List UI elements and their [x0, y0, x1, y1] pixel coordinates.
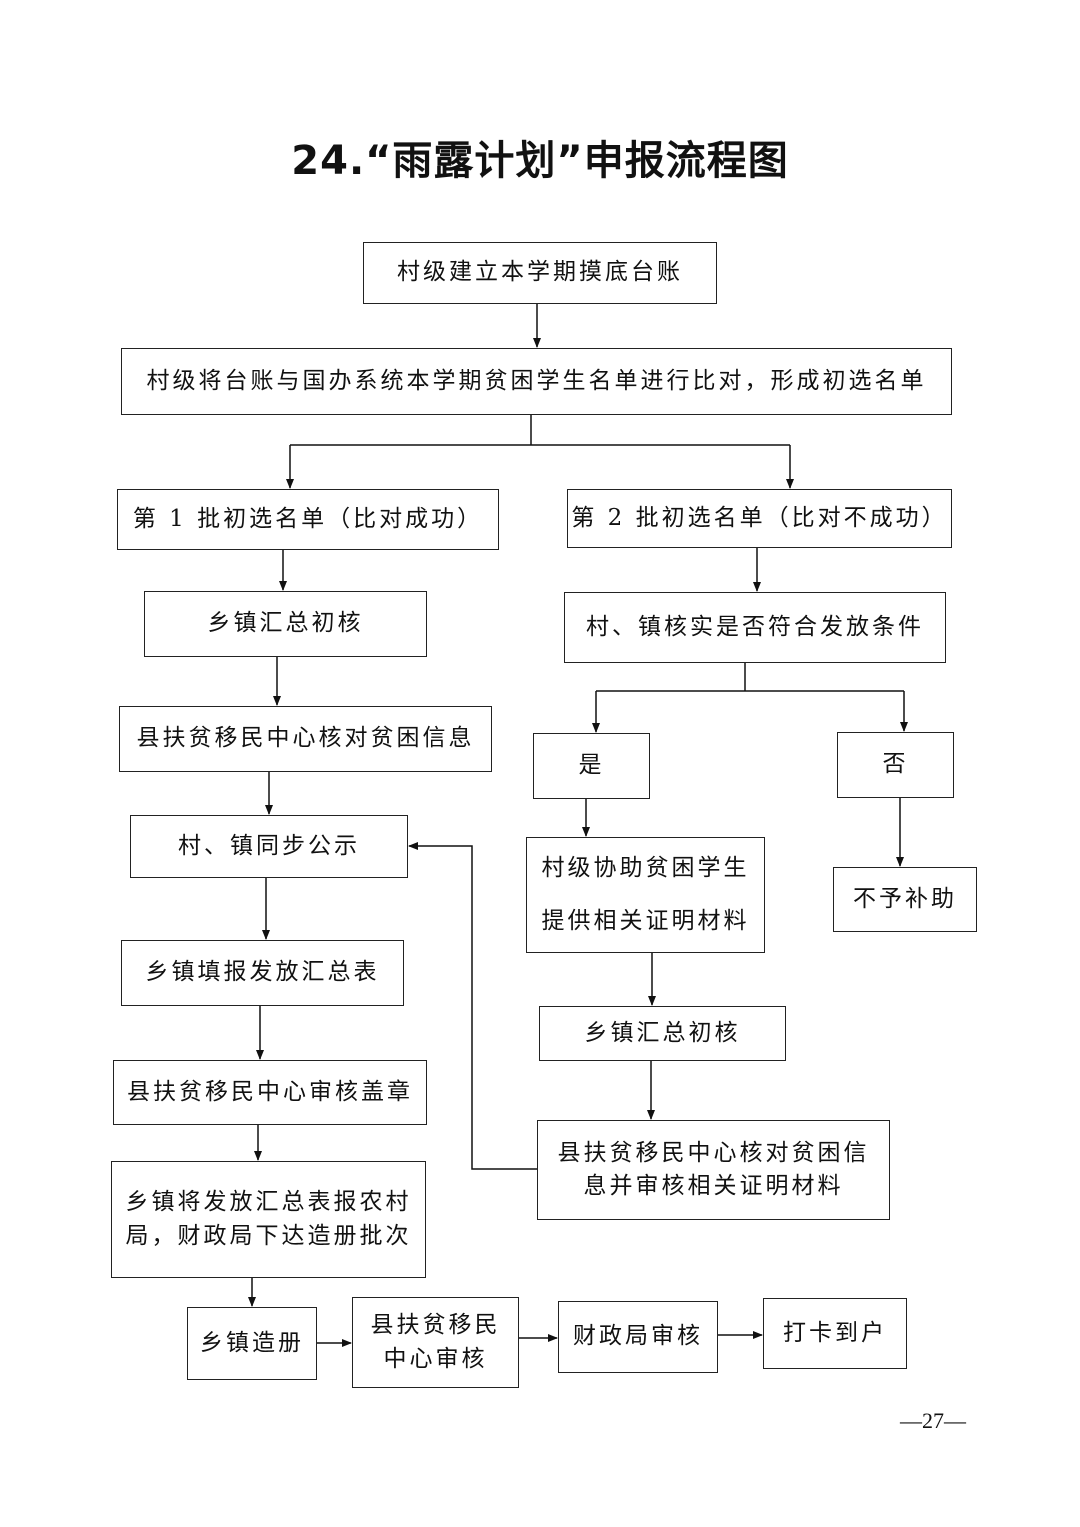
node-county-review: 县扶贫移民中心审核 [352, 1297, 519, 1388]
node-assist-materials: 村级协助贫困学生提供相关证明材料 [526, 837, 765, 953]
node-no-subsidy: 不予补助 [833, 867, 977, 932]
page-number: —27— [900, 1408, 966, 1433]
node-no: 否 [837, 732, 954, 798]
node-yes: 是 [533, 733, 650, 799]
edge-n16-n10 [408, 842, 537, 1170]
node-village-ledger: 村级建立本学期摸底台账 [363, 242, 717, 304]
node-batch2-list: 第 2 批初选名单（比对不成功） [567, 489, 952, 548]
node-public-notice: 村、镇同步公示 [130, 815, 408, 878]
node-county-seal: 县扶贫移民中心审核盖章 [113, 1060, 427, 1125]
node-township-register: 乡镇造册 [187, 1307, 317, 1380]
diagram-title: 24.“雨露计划”申报流程图 [291, 138, 789, 184]
node-card-payment: 打卡到户 [763, 1298, 907, 1369]
node-county-verify-materials: 县扶贫移民中心核对贫困信息并审核相关证明材料 [537, 1120, 890, 1220]
node-township-review-2: 乡镇汇总初核 [539, 1006, 786, 1061]
node-county-verify-info: 县扶贫移民中心核对贫困信息 [119, 706, 492, 772]
node-township-review: 乡镇汇总初核 [144, 591, 427, 657]
node-fill-summary: 乡镇填报发放汇总表 [121, 940, 404, 1006]
node-submit-summary: 乡镇将发放汇总表报农村局，财政局下达造册批次 [111, 1161, 426, 1278]
node-compare-initial-list: 村级将台账与国办系统本学期贫困学生名单进行比对，形成初选名单 [121, 348, 952, 415]
node-verify-conditions: 村、镇核实是否符合发放条件 [564, 592, 946, 663]
node-finance-review: 财政局审核 [558, 1301, 718, 1373]
node-batch1-list: 第 1 批初选名单（比对成功） [117, 489, 499, 550]
